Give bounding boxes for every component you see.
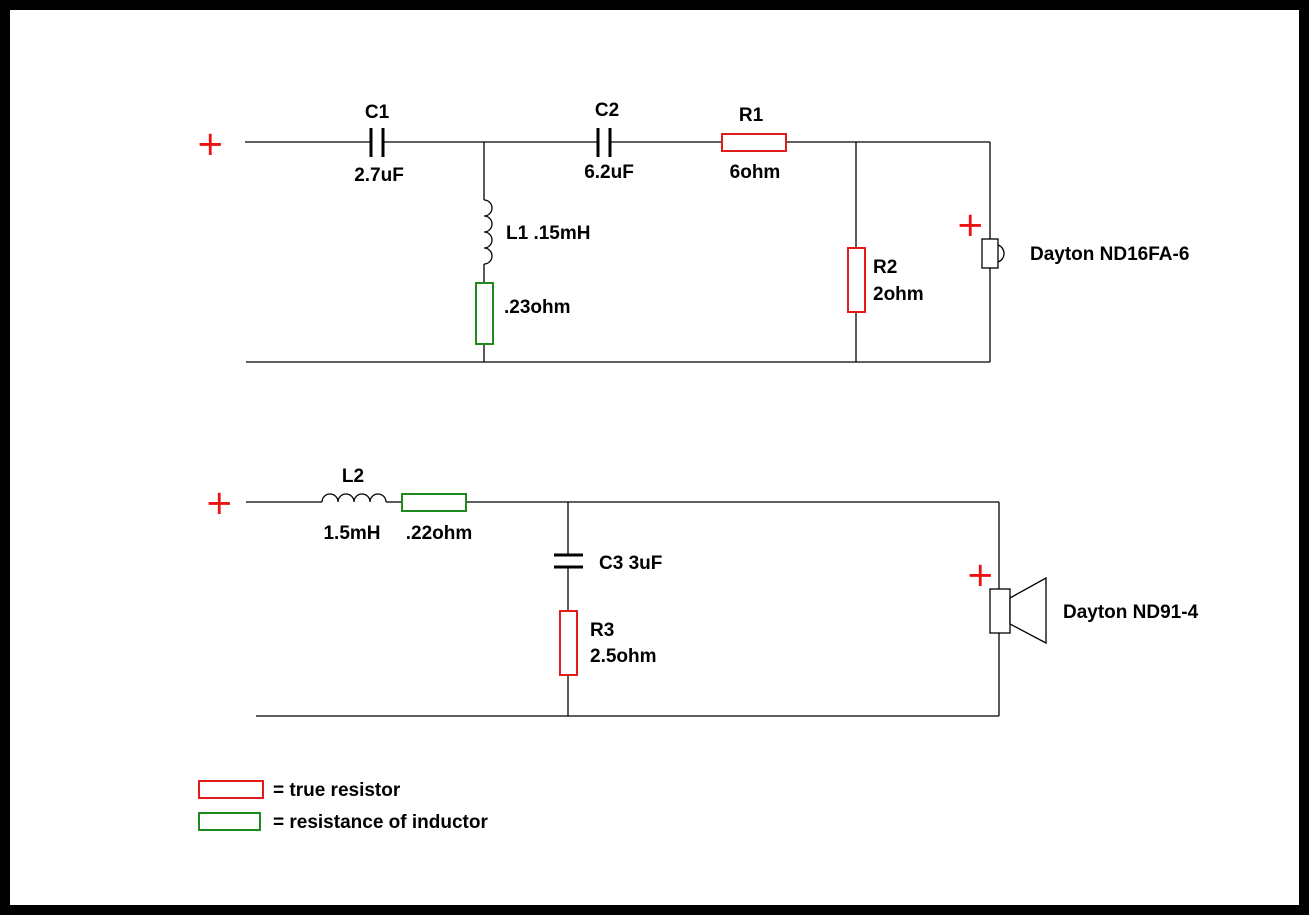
woofer-driver-label: Dayton ND91-4 <box>1063 602 1199 623</box>
resistor-r1 <box>721 133 787 152</box>
r1-name: R1 <box>739 105 764 126</box>
r1-value: 6ohm <box>730 162 781 183</box>
tweeter-circuit <box>245 141 991 363</box>
input-polarity-bottom: + <box>205 483 234 523</box>
l2-name: L2 <box>342 466 364 487</box>
r3-name: R3 <box>590 620 614 641</box>
l1-resistance: .23ohm <box>504 297 571 318</box>
legend: = true resistor = resistance of inductor <box>198 780 488 833</box>
l2-resistance: .22ohm <box>406 523 473 544</box>
r3-value: 2.5ohm <box>590 646 657 667</box>
driver-polarity-bottom: + <box>966 555 995 595</box>
l2-value: 1.5mH <box>323 523 380 544</box>
tweeter-driver-label: Dayton ND16FA-6 <box>1030 244 1189 265</box>
capacitor-c3 <box>554 553 583 569</box>
capacitor-c2 <box>596 128 612 157</box>
woofer-driver-symbol <box>989 576 1047 645</box>
capacitor-c1 <box>369 128 385 157</box>
c1-name: C1 <box>365 102 390 123</box>
resistor-r2 <box>847 247 866 313</box>
inductor-l2 <box>321 493 387 503</box>
l1-label: L1 .15mH <box>506 223 590 244</box>
legend-true-resistor-label: = true resistor <box>273 780 401 801</box>
inductor-resistance-l2 <box>401 493 467 512</box>
tweeter-driver-symbol <box>981 238 1005 269</box>
resistor-r3 <box>559 610 578 676</box>
r2-value: 2ohm <box>873 284 924 305</box>
c2-value: 6.2uF <box>584 162 634 183</box>
inductor-resistance-l1 <box>475 282 494 345</box>
c1-value: 2.7uF <box>354 165 404 186</box>
inductor-l1 <box>483 199 493 265</box>
c3-label: C3 3uF <box>599 553 662 574</box>
schematic-sheet <box>10 10 1299 905</box>
legend-true-resistor-swatch <box>198 780 264 799</box>
c2-name: C2 <box>595 100 619 121</box>
legend-inductor-resistance-label: = resistance of inductor <box>273 812 488 833</box>
driver-polarity-top: + <box>956 205 985 245</box>
woofer-circuit <box>246 501 1000 717</box>
r2-name: R2 <box>873 257 897 278</box>
input-polarity-top: + <box>196 124 225 164</box>
legend-inductor-resistance-swatch <box>198 812 261 831</box>
